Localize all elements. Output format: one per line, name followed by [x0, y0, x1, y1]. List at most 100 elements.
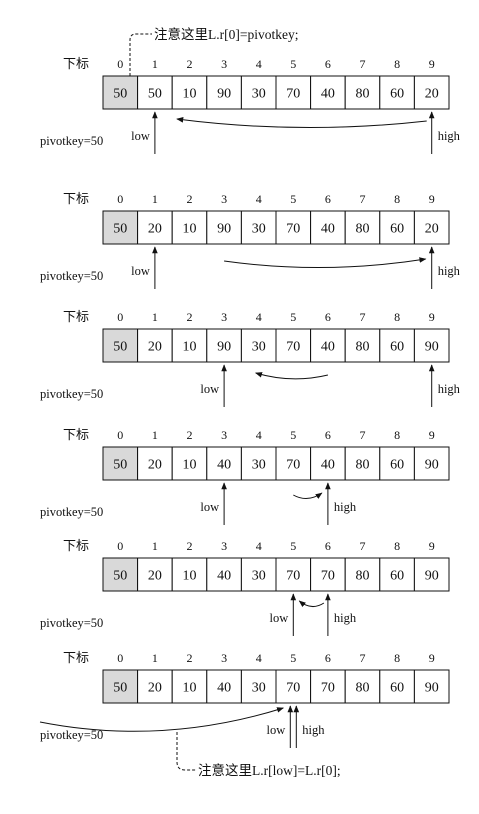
index-number: 7 — [360, 539, 366, 553]
array-cell — [310, 446, 346, 481]
index-number: 9 — [429, 57, 435, 71]
cell-value: 20 — [148, 681, 162, 696]
cell-value: 70 — [286, 340, 300, 355]
high-label: high — [438, 382, 461, 396]
array-cell — [413, 210, 450, 245]
cell-value: 20 — [148, 222, 162, 237]
index-number: 9 — [429, 651, 435, 665]
cell-value: 70 — [321, 681, 335, 696]
cell-value: 70 — [286, 458, 300, 473]
index-number: 2 — [187, 192, 193, 206]
index-number: 1 — [152, 310, 158, 324]
index-number: 5 — [290, 192, 296, 206]
index-number: 0 — [117, 57, 123, 71]
high-label: high — [334, 500, 357, 514]
index-number: 9 — [429, 192, 435, 206]
array-cell — [137, 557, 173, 592]
cell-value: 30 — [252, 569, 266, 584]
index-number: 8 — [394, 57, 400, 71]
index-number: 2 — [187, 310, 193, 324]
cell-value: 90 — [425, 569, 439, 584]
array-cell — [275, 75, 312, 110]
cell-value: 80 — [356, 569, 370, 584]
pivotkey-label: pivotkey=50 — [40, 134, 103, 148]
cell-value: 10 — [183, 569, 197, 584]
index-number: 3 — [221, 428, 227, 442]
array-cell — [240, 557, 277, 592]
array-cell — [344, 75, 381, 110]
array-cell — [344, 557, 381, 592]
index-header-label: 下标 — [63, 191, 89, 206]
pivot-cell — [102, 557, 139, 592]
bottom-note: 注意这里L.r[low]=L.r[0]; — [198, 762, 341, 778]
cell-value: 90 — [217, 340, 231, 355]
index-number: 9 — [429, 428, 435, 442]
cell-value: 40 — [321, 222, 335, 237]
pivotkey-label: pivotkey=50 — [40, 728, 103, 742]
index-number: 8 — [394, 651, 400, 665]
low-label: low — [200, 382, 219, 396]
index-number: 5 — [290, 651, 296, 665]
index-number: 5 — [290, 539, 296, 553]
index-number: 2 — [187, 539, 193, 553]
cell-value: 50 — [113, 569, 127, 584]
array-cell — [206, 328, 242, 363]
cell-value: 50 — [113, 222, 127, 237]
move-arc-arrow — [224, 257, 427, 269]
index-number: 5 — [290, 428, 296, 442]
array-cell — [171, 669, 208, 704]
cell-value: 10 — [183, 458, 197, 473]
cell-value: 30 — [252, 681, 266, 696]
index-number: 1 — [152, 539, 158, 553]
array-cell — [379, 75, 415, 110]
index-number: 6 — [325, 539, 331, 553]
cell-value: 10 — [183, 87, 197, 102]
index-header-label: 下标 — [63, 427, 89, 442]
index-number: 3 — [221, 192, 227, 206]
index-number: 0 — [117, 539, 123, 553]
array-cell — [275, 669, 312, 704]
array-cell — [413, 75, 450, 110]
cell-value: 60 — [390, 340, 404, 355]
cell-value: 90 — [425, 458, 439, 473]
pivot-cell — [102, 210, 139, 245]
index-header-label: 下标 — [63, 56, 89, 71]
cell-value: 20 — [148, 458, 162, 473]
cell-value: 50 — [113, 681, 127, 696]
bottom-note-leader — [176, 732, 196, 771]
index-number: 4 — [256, 310, 262, 324]
cell-value: 60 — [390, 87, 404, 102]
pivot-cell — [102, 446, 139, 481]
cell-value: 50 — [113, 458, 127, 473]
index-number: 3 — [221, 539, 227, 553]
index-number: 8 — [394, 428, 400, 442]
move-arc-arrow — [176, 117, 427, 129]
cell-value: 70 — [321, 569, 335, 584]
array-cell — [137, 446, 173, 481]
array-cell — [379, 557, 415, 592]
index-number: 1 — [152, 57, 158, 71]
index-number: 0 — [117, 310, 123, 324]
index-number: 2 — [187, 428, 193, 442]
index-number: 5 — [290, 310, 296, 324]
cell-value: 60 — [390, 458, 404, 473]
index-number: 4 — [256, 192, 262, 206]
cell-value: 60 — [390, 681, 404, 696]
array-cell — [310, 75, 346, 110]
index-number: 6 — [325, 310, 331, 324]
index-number: 7 — [360, 310, 366, 324]
index-number: 4 — [256, 651, 262, 665]
index-number: 5 — [290, 57, 296, 71]
high-label: high — [438, 129, 461, 143]
index-number: 6 — [325, 192, 331, 206]
index-number: 7 — [360, 192, 366, 206]
top-note: 注意这里L.r[0]=pivotkey; — [154, 26, 298, 42]
array-cell — [206, 210, 242, 245]
pivotkey-label: pivotkey=50 — [40, 269, 103, 283]
cell-value: 90 — [217, 222, 231, 237]
